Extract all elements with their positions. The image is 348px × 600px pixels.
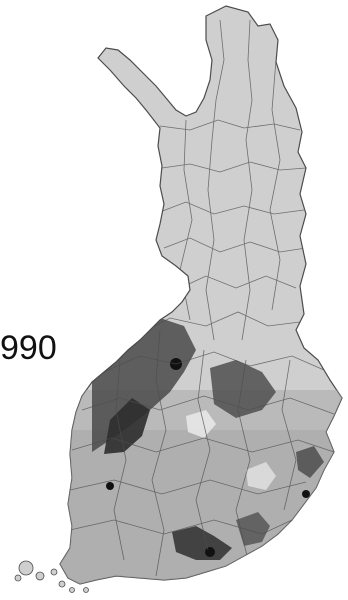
year-label: 990	[0, 329, 57, 367]
islands	[14, 560, 89, 593]
municipality-borders	[69, 19, 335, 577]
